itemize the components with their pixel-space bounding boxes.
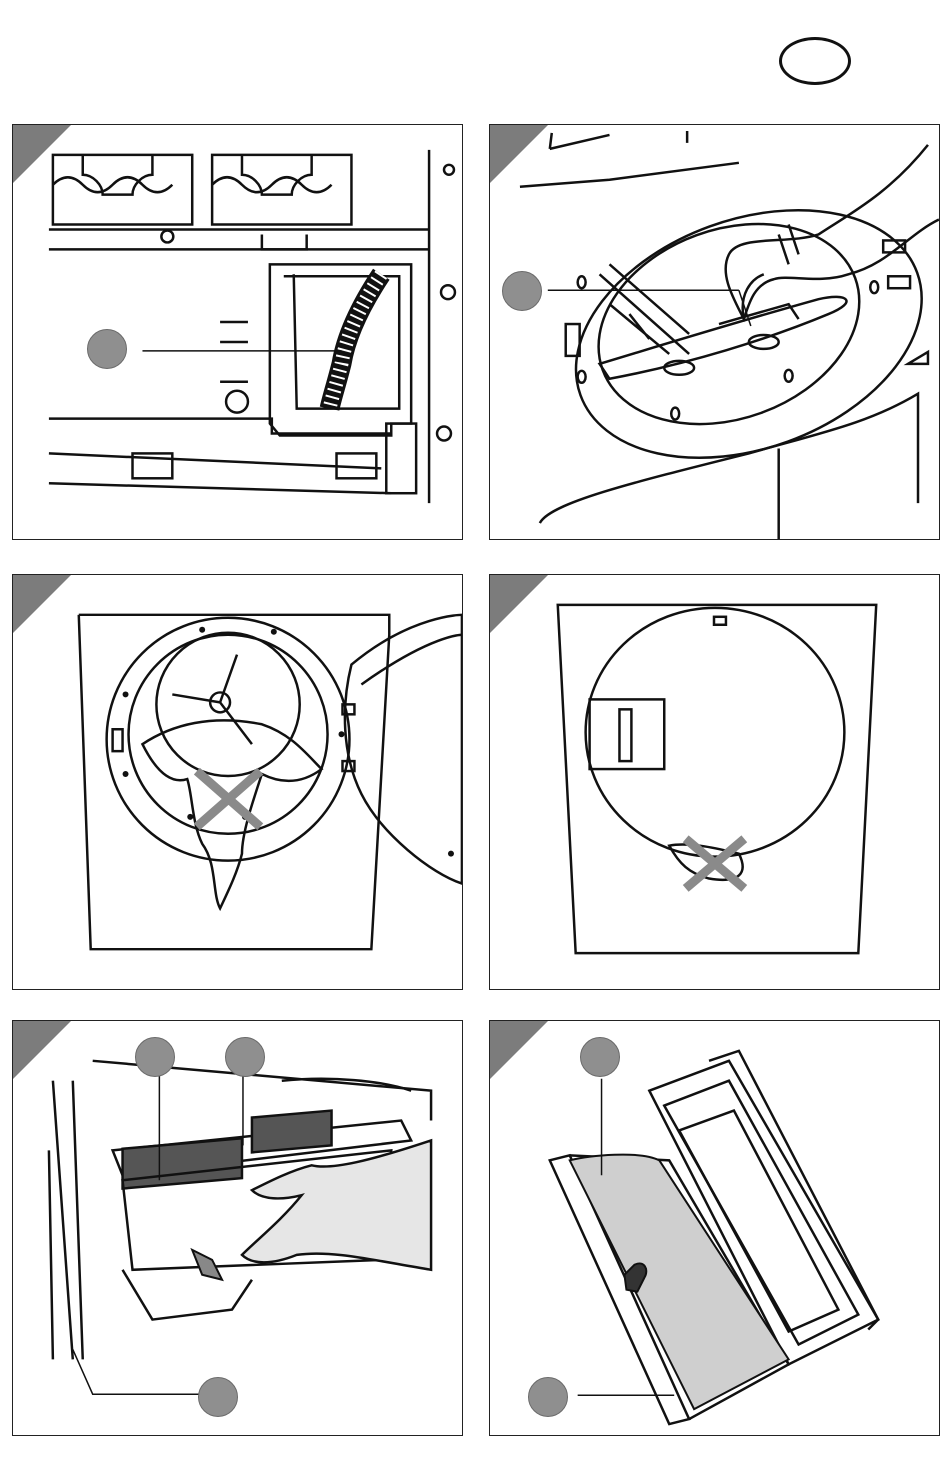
step-corner-marker: [13, 575, 71, 633]
step-corner-marker: [490, 575, 548, 633]
panel-2: [489, 124, 940, 540]
panel-1: [12, 124, 463, 540]
callout-marker: [225, 1037, 265, 1077]
language-badge: [779, 37, 851, 85]
panel-6: [489, 1020, 940, 1436]
step-corner-marker: [490, 1021, 548, 1079]
callout-marker: [502, 271, 542, 311]
tray-hose-illustration: [13, 125, 462, 539]
panel-3: [12, 574, 463, 990]
step-corner-marker: [490, 125, 548, 183]
panel-5: [12, 1020, 463, 1436]
callout-marker: [528, 1377, 568, 1417]
open-drum-laundry-illustration: [13, 575, 462, 989]
callout-marker: [135, 1037, 175, 1077]
door-seal-hand-illustration: [490, 125, 939, 539]
x-mark-icon: [200, 774, 257, 824]
panel-4: [489, 574, 940, 990]
closed-door-laundry-illustration: [490, 575, 939, 989]
step-corner-marker: [13, 1021, 71, 1079]
filter-removal-hand-illustration: [13, 1021, 462, 1435]
callout-marker: [580, 1037, 620, 1077]
callout-marker: [87, 329, 127, 369]
step-corner-marker: [13, 125, 71, 183]
fluff-filter-open-illustration: [490, 1021, 939, 1435]
callout-marker: [198, 1377, 238, 1417]
